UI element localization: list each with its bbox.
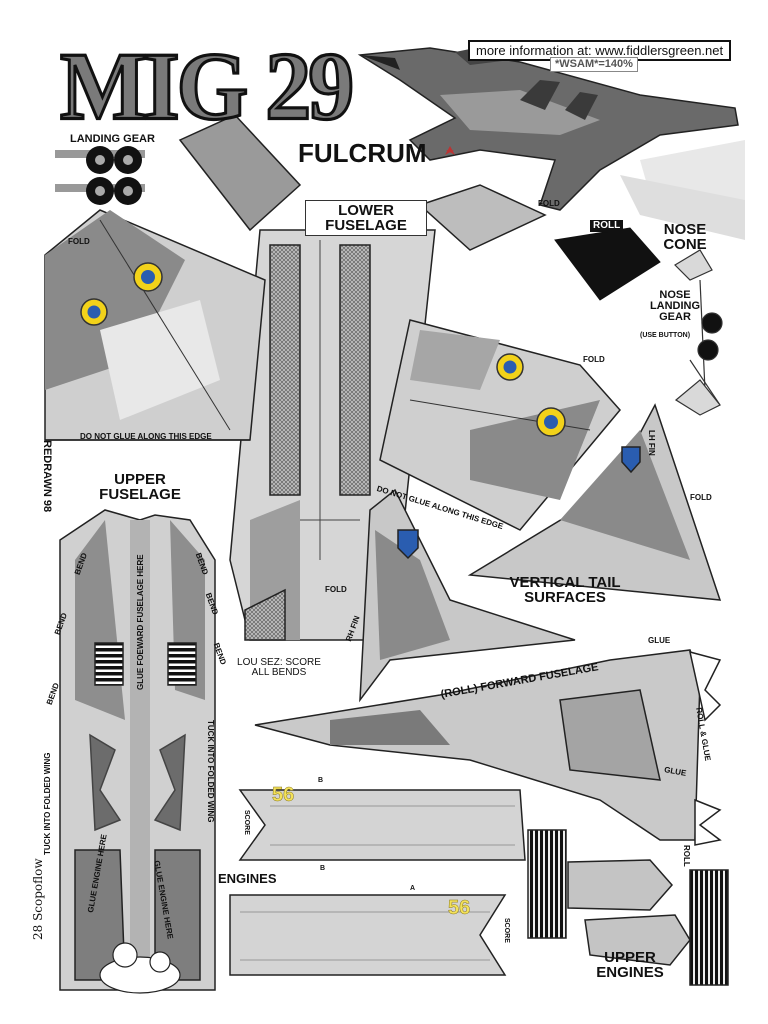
label-b-top: B xyxy=(318,777,324,784)
lower-engine-1-part xyxy=(238,789,526,861)
upper-engines-part xyxy=(527,829,729,986)
label-landing-gear: LANDING GEAR xyxy=(70,133,155,145)
label-a: A xyxy=(410,885,416,892)
title-main: MIG 29 xyxy=(58,32,355,140)
website-info: more information at: www.fiddlersgreen.n… xyxy=(468,40,732,61)
label-lh-fin: LH FIN xyxy=(647,430,656,456)
label-score-1: SCORE xyxy=(243,810,250,835)
nose-cone-part xyxy=(554,227,661,301)
right-wing-part xyxy=(379,319,621,531)
engine-number-1: 56 xyxy=(272,784,295,806)
forward-fuselage-part xyxy=(254,649,722,846)
label-tuck-wing-left: TUCK INTO FOLDED WING xyxy=(43,752,52,855)
lower-engine-2-part xyxy=(229,894,507,976)
label-fold-left-wing: FOLD xyxy=(68,237,90,246)
label-engines: ENGINES xyxy=(218,871,277,886)
engine-number-2: 56 xyxy=(448,897,471,919)
label-glue-top: GLUE xyxy=(648,636,671,645)
label-redrawn: REDRAWN 98 xyxy=(41,440,53,513)
label-tuck-wing-right: TUCK INTO FOLDED WING xyxy=(206,720,215,823)
label-roll: ROLL xyxy=(590,220,624,232)
label-lower-fuselage: LOWER FUSELAGE xyxy=(305,200,427,236)
label-vertical-tail: VERTICAL TAIL SURFACES xyxy=(509,574,621,606)
label-nose-cone: NOSE CONE xyxy=(663,221,707,253)
label-use-button: (USE BUTTON) xyxy=(640,332,691,339)
label-nose-landing-gear: NOSE LANDING GEAR xyxy=(649,289,701,323)
label-fold-rh-fin: FOLD xyxy=(325,585,347,594)
nose-landing-gear-part xyxy=(674,249,723,416)
artist-signature: 28 Scopoflow xyxy=(31,858,45,940)
label-roll-engines: ROLL xyxy=(682,845,691,867)
rh-fin-part xyxy=(359,488,576,703)
label-lou-sez: LOU SEZ: SCORE ALL BENDS xyxy=(237,657,321,678)
label-fold-top: FOLD xyxy=(538,199,560,208)
label-fold-lh-fin: FOLD xyxy=(690,493,712,502)
label-score-2: SCORE xyxy=(503,918,510,943)
label-do-not-glue-left: DO NOT GLUE ALONG THIS EDGE xyxy=(80,432,212,441)
label-fold-right-wing: FOLD xyxy=(583,355,605,364)
lower-fuselage-part xyxy=(178,114,547,641)
landing-gear-wheels xyxy=(55,146,145,205)
label-upper-engines: UPPER ENGINES xyxy=(596,949,664,981)
label-upper-fuselage: UPPER FUSELAGE xyxy=(99,471,181,503)
cartoon-mascot xyxy=(99,942,181,994)
scale-info: *WSAM*=140% xyxy=(550,57,638,72)
title-sub: FULCRUM xyxy=(298,138,427,168)
lh-fin-part xyxy=(467,403,722,601)
label-glue-forward-fuselage: GLUE FOEWARD FUSELAGE HERE xyxy=(136,554,145,690)
label-b-bottom: B xyxy=(320,865,326,872)
left-wing-part xyxy=(44,209,266,441)
